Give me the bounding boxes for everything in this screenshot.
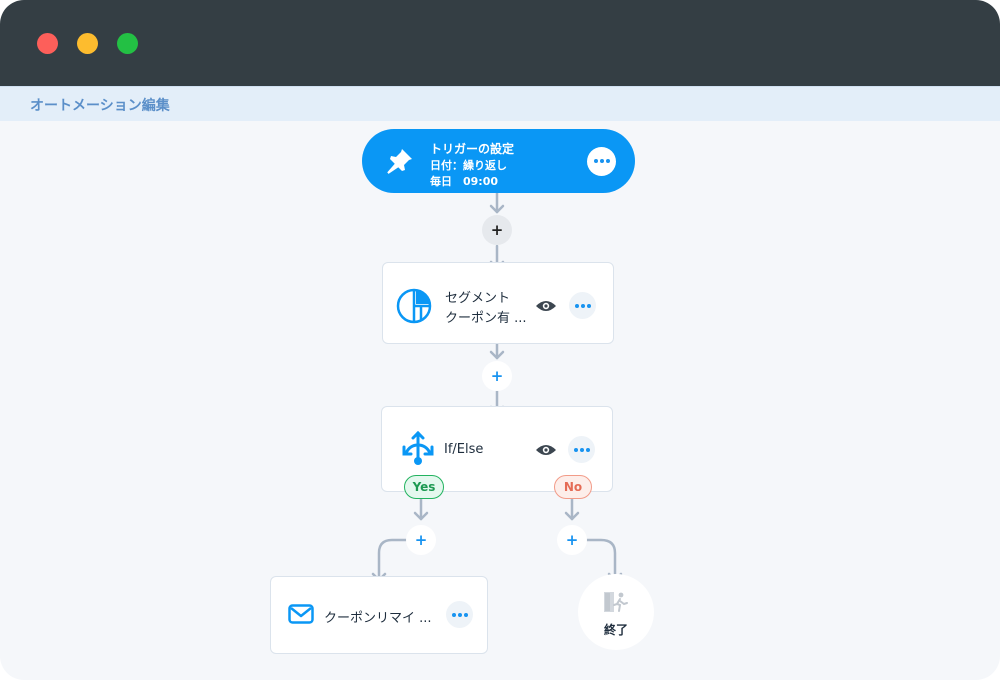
maximize-window-button[interactable] (117, 33, 138, 54)
more-dot-icon (464, 613, 468, 617)
more-dot-icon (574, 448, 578, 452)
more-dot-icon (606, 159, 610, 163)
add-step-button[interactable]: + (482, 361, 512, 391)
envelope-icon (288, 604, 314, 624)
pin-icon (387, 149, 412, 174)
segment-title: セグメント (445, 291, 511, 306)
eye-icon[interactable] (535, 299, 557, 313)
add-step-button[interactable]: + (482, 215, 512, 245)
more-dot-icon (586, 448, 590, 452)
more-dot-icon (587, 304, 591, 308)
more-dot-icon (452, 613, 456, 617)
yes-branch-badge: Yes (404, 475, 444, 499)
ifelse-more-button[interactable] (568, 436, 595, 463)
branch-icon (402, 430, 434, 465)
ifelse-label: If/Else (444, 442, 484, 457)
more-dot-icon (594, 159, 598, 163)
mail-step-label: クーポンリマイ ... (324, 611, 432, 626)
more-dot-icon (600, 159, 604, 163)
minimize-window-button[interactable] (77, 33, 98, 54)
end-label: 終了 (603, 623, 628, 637)
trigger-schedule: 毎日 09:00 (430, 175, 499, 188)
mail-more-button[interactable] (446, 601, 473, 628)
no-branch-badge: No (554, 475, 592, 499)
end-node: 終了 (578, 574, 654, 650)
trigger-node[interactable]: トリガーの設定 日付：繰り返し 毎日 09:00 (362, 129, 635, 193)
title-bar (0, 0, 1000, 86)
trigger-more-button[interactable] (587, 147, 616, 176)
trigger-title: トリガーの設定 (430, 142, 515, 156)
pie-chart-icon (396, 288, 432, 324)
close-window-button[interactable] (37, 33, 58, 54)
page-title: オートメーション編集 (30, 98, 170, 114)
segment-name: クーポン有 ... (445, 311, 527, 326)
more-dot-icon (575, 304, 579, 308)
eye-icon[interactable] (535, 443, 557, 457)
add-step-no-button[interactable]: + (557, 525, 587, 555)
more-dot-icon (458, 613, 462, 617)
segment-step-card[interactable]: セグメント クーポン有 ... (382, 262, 614, 344)
exit-icon (604, 592, 628, 612)
add-step-yes-button[interactable]: + (406, 525, 436, 555)
mail-step-card[interactable]: クーポンリマイ ... (270, 576, 488, 654)
page-header: オートメーション編集 (0, 86, 1000, 121)
segment-more-button[interactable] (569, 292, 596, 319)
more-dot-icon (580, 448, 584, 452)
more-dot-icon (581, 304, 585, 308)
trigger-date-setting: 日付：繰り返し (430, 159, 507, 172)
